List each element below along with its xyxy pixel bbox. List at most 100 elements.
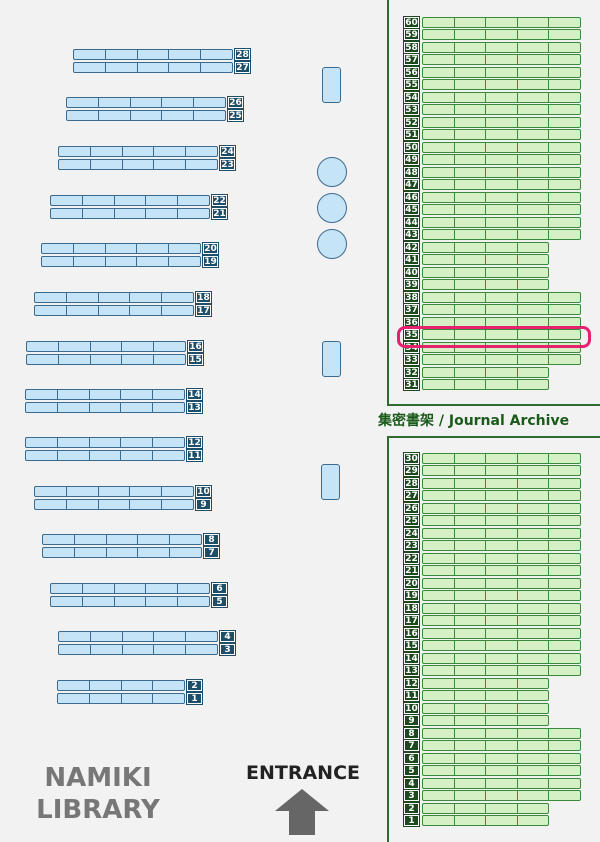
shelf-archive-14[interactable] bbox=[422, 653, 581, 664]
shelf-archive-5[interactable] bbox=[422, 765, 581, 776]
shelf-15[interactable] bbox=[26, 354, 186, 365]
shelf-13[interactable] bbox=[25, 402, 185, 413]
shelf-section bbox=[455, 529, 487, 538]
shelf-section bbox=[423, 554, 455, 563]
shelf-archive-15[interactable] bbox=[422, 640, 581, 651]
shelf-archive-60[interactable] bbox=[422, 17, 581, 28]
shelf-archive-44[interactable] bbox=[422, 217, 581, 228]
shelf-archive-28[interactable] bbox=[422, 478, 581, 489]
shelf-archive-39[interactable] bbox=[422, 279, 549, 290]
shelf-17[interactable] bbox=[34, 305, 194, 316]
shelf-archive-11[interactable] bbox=[422, 690, 549, 701]
shelf-archive-41[interactable] bbox=[422, 254, 549, 265]
shelf-archive-24[interactable] bbox=[422, 528, 581, 539]
shelf-archive-56[interactable] bbox=[422, 67, 581, 78]
shelf-section bbox=[455, 654, 487, 663]
shelf-number-23: 23 bbox=[403, 539, 420, 552]
shelf-2[interactable] bbox=[57, 680, 185, 691]
shelf-archive-4[interactable] bbox=[422, 778, 581, 789]
shelf-12[interactable] bbox=[25, 437, 185, 448]
shelf-archive-58[interactable] bbox=[422, 42, 581, 53]
shelf-archive-31[interactable] bbox=[422, 379, 549, 390]
shelf-20[interactable] bbox=[41, 243, 201, 254]
shelf-19[interactable] bbox=[41, 256, 201, 267]
shelf-archive-37[interactable] bbox=[422, 304, 581, 315]
shelf-archive-54[interactable] bbox=[422, 92, 581, 103]
shelf-archive-43[interactable] bbox=[422, 229, 581, 240]
shelf-archive-57[interactable] bbox=[422, 54, 581, 65]
shelf-archive-19[interactable] bbox=[422, 590, 581, 601]
shelf-8[interactable] bbox=[42, 534, 202, 545]
shelf-number-37: 37 bbox=[403, 303, 420, 316]
shelf-archive-55[interactable] bbox=[422, 79, 581, 90]
shelf-section bbox=[169, 50, 202, 59]
shelf-section bbox=[486, 43, 518, 52]
shelf-section bbox=[455, 193, 487, 202]
shelf-archive-2[interactable] bbox=[422, 803, 549, 814]
shelf-11[interactable] bbox=[25, 450, 185, 461]
shelf-23[interactable] bbox=[58, 159, 218, 170]
shelf-archive-25[interactable] bbox=[422, 515, 581, 526]
shelf-archive-27[interactable] bbox=[422, 490, 581, 501]
shelf-archive-17[interactable] bbox=[422, 615, 581, 626]
shelf-archive-47[interactable] bbox=[422, 179, 581, 190]
shelf-archive-42[interactable] bbox=[422, 242, 549, 253]
shelf-archive-46[interactable] bbox=[422, 192, 581, 203]
shelf-archive-22[interactable] bbox=[422, 553, 581, 564]
shelf-14[interactable] bbox=[25, 389, 185, 400]
shelf-16[interactable] bbox=[26, 341, 186, 352]
shelf-section bbox=[131, 98, 163, 107]
shelf-section bbox=[455, 604, 487, 613]
shelf-archive-52[interactable] bbox=[422, 117, 581, 128]
shelf-archive-6[interactable] bbox=[422, 753, 581, 764]
shelf-archive-8[interactable] bbox=[422, 728, 581, 739]
shelf-archive-48[interactable] bbox=[422, 167, 581, 178]
shelf-archive-3[interactable] bbox=[422, 790, 581, 801]
shelf-1[interactable] bbox=[57, 693, 185, 704]
shelf-3[interactable] bbox=[58, 644, 218, 655]
shelf-27[interactable] bbox=[73, 62, 233, 73]
shelf-28[interactable] bbox=[73, 49, 233, 60]
shelf-section bbox=[518, 504, 550, 513]
shelf-archive-45[interactable] bbox=[422, 204, 581, 215]
shelf-archive-50[interactable] bbox=[422, 142, 581, 153]
shelf-section bbox=[455, 43, 487, 52]
shelf-archive-9[interactable] bbox=[422, 715, 549, 726]
shelf-24[interactable] bbox=[58, 146, 218, 157]
shelf-archive-26[interactable] bbox=[422, 503, 581, 514]
shelf-21[interactable] bbox=[50, 208, 210, 219]
shelf-archive-13[interactable] bbox=[422, 665, 581, 676]
shelf-26[interactable] bbox=[66, 97, 226, 108]
shelf-6[interactable] bbox=[50, 583, 210, 594]
shelf-archive-10[interactable] bbox=[422, 703, 549, 714]
shelf-section bbox=[455, 766, 487, 775]
shelf-archive-1[interactable] bbox=[422, 815, 549, 826]
shelf-section bbox=[486, 255, 518, 264]
shelf-5[interactable] bbox=[50, 596, 210, 607]
shelf-archive-30[interactable] bbox=[422, 453, 581, 464]
shelf-archive-40[interactable] bbox=[422, 267, 549, 278]
shelf-archive-38[interactable] bbox=[422, 292, 581, 303]
shelf-archive-12[interactable] bbox=[422, 678, 549, 689]
shelf-archive-59[interactable] bbox=[422, 29, 581, 40]
shelf-archive-20[interactable] bbox=[422, 578, 581, 589]
shelf-10[interactable] bbox=[34, 486, 194, 497]
shelf-archive-49[interactable] bbox=[422, 154, 581, 165]
shelf-archive-51[interactable] bbox=[422, 129, 581, 140]
shelf-archive-53[interactable] bbox=[422, 104, 581, 115]
shelf-25[interactable] bbox=[66, 110, 226, 121]
shelf-22[interactable] bbox=[50, 195, 210, 206]
shelf-archive-21[interactable] bbox=[422, 565, 581, 576]
shelf-archive-16[interactable] bbox=[422, 628, 581, 639]
shelf-4[interactable] bbox=[58, 631, 218, 642]
shelf-7[interactable] bbox=[42, 547, 202, 558]
shelf-archive-32[interactable] bbox=[422, 367, 549, 378]
shelf-archive-35[interactable] bbox=[422, 329, 581, 340]
shelf-archive-7[interactable] bbox=[422, 740, 581, 751]
shelf-archive-18[interactable] bbox=[422, 603, 581, 614]
shelf-archive-29[interactable] bbox=[422, 465, 581, 476]
shelf-archive-33[interactable] bbox=[422, 354, 581, 365]
shelf-18[interactable] bbox=[34, 292, 194, 303]
shelf-9[interactable] bbox=[34, 499, 194, 510]
shelf-archive-23[interactable] bbox=[422, 540, 581, 551]
